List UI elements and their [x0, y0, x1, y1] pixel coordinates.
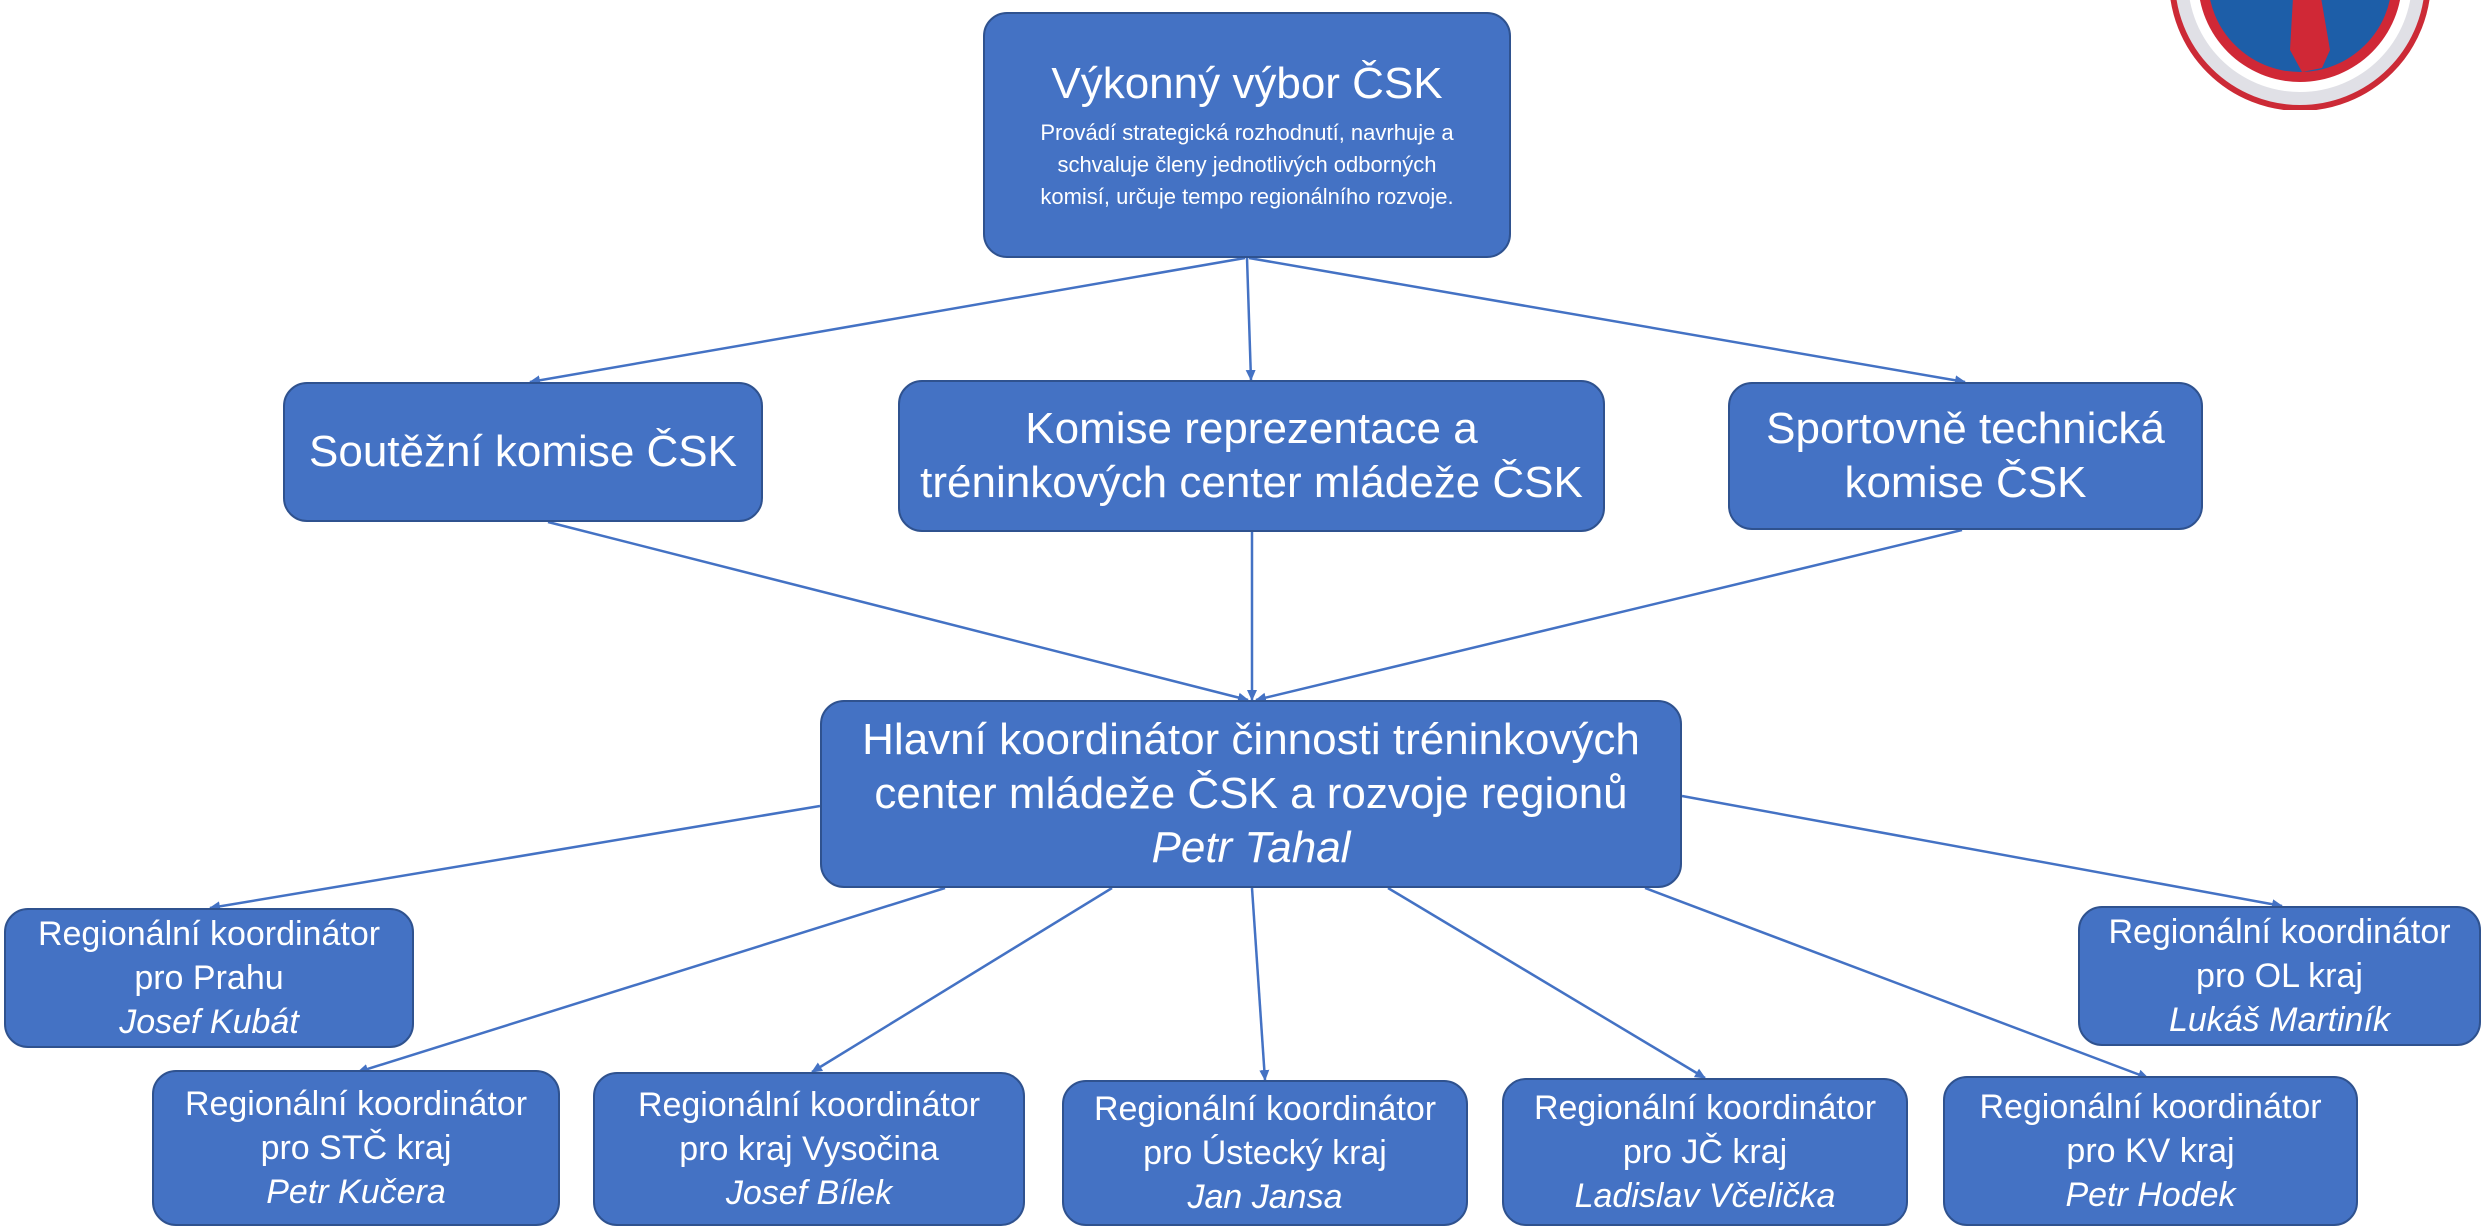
- regional-coordinator-stc: Regionální koordinátor pro STČ kraj Petr…: [152, 1070, 560, 1226]
- regional-coordinator-ol: Regionální koordinátor pro OL kraj Lukáš…: [2078, 906, 2481, 1046]
- regional-coordinator-ustecky: Regionální koordinátor pro Ústecký kraj …: [1062, 1080, 1468, 1226]
- federation-logo-icon: [2170, 0, 2430, 110]
- main-coordinator-box: Hlavní koordinátor činnosti tréninkových…: [820, 700, 1682, 888]
- connector-main-to-stc: [357, 886, 946, 1074]
- regional-coordinator-kv: Regionální koordinátor pro KV kraj Petr …: [1943, 1076, 2358, 1226]
- regional-person: Jan Jansa: [1187, 1178, 1343, 1217]
- executive-committee-description: Provádí strategická rozhodnutí, navrhuje…: [1040, 120, 1454, 209]
- regional-person: Lukáš Martiník: [2168, 1001, 2391, 1040]
- regional-coordinator-vysocina: Regionální koordinátor pro kraj Vysočina…: [593, 1072, 1025, 1226]
- regional-person: Petr Kučera: [266, 1173, 446, 1212]
- regional-person: Petr Hodek: [2065, 1176, 2236, 1215]
- competition-commission-box: Soutěžní komise ČSK: [283, 382, 763, 522]
- connector-main-to-jc: [1387, 886, 1706, 1080]
- connector-competition-to-main: [547, 520, 1249, 703]
- regional-person: Josef Bílek: [725, 1174, 893, 1213]
- connector-main-to-ustecky: [1250, 887, 1270, 1081]
- representation-commission-box: Komise reprezentace a tréninkových cente…: [898, 380, 1605, 532]
- regional-coordinator-praha: Regionální koordinátor pro Prahu Josef K…: [4, 908, 414, 1048]
- regional-person: Josef Kubát: [119, 1003, 299, 1042]
- connector-main-to-kv: [1644, 886, 2149, 1080]
- connector-exec-to-representation: [1245, 257, 1256, 381]
- regional-coordinator-jc: Regionální koordinátor pro JČ kraj Ladis…: [1502, 1078, 1908, 1226]
- connector-main-to-praha: [209, 804, 821, 912]
- connector-exec-to-competition: [529, 256, 1246, 386]
- main-coordinator-person: Petr Tahal: [1151, 822, 1351, 872]
- connector-main-to-vysocina: [811, 886, 1113, 1074]
- regional-person: Ladislav Včelička: [1574, 1177, 1836, 1216]
- connector-exec-to-technical: [1248, 256, 1966, 386]
- executive-committee-box: Výkonný výbor ČSK Provádí strategická ro…: [983, 12, 1511, 258]
- executive-committee-title: Výkonný výbor ČSK: [1051, 59, 1443, 109]
- connector-main-to-ol: [1681, 794, 2283, 910]
- technical-commission-box: Sportovně technická komise ČSK: [1728, 382, 2203, 530]
- connector-technical-to-main: [1255, 528, 1963, 703]
